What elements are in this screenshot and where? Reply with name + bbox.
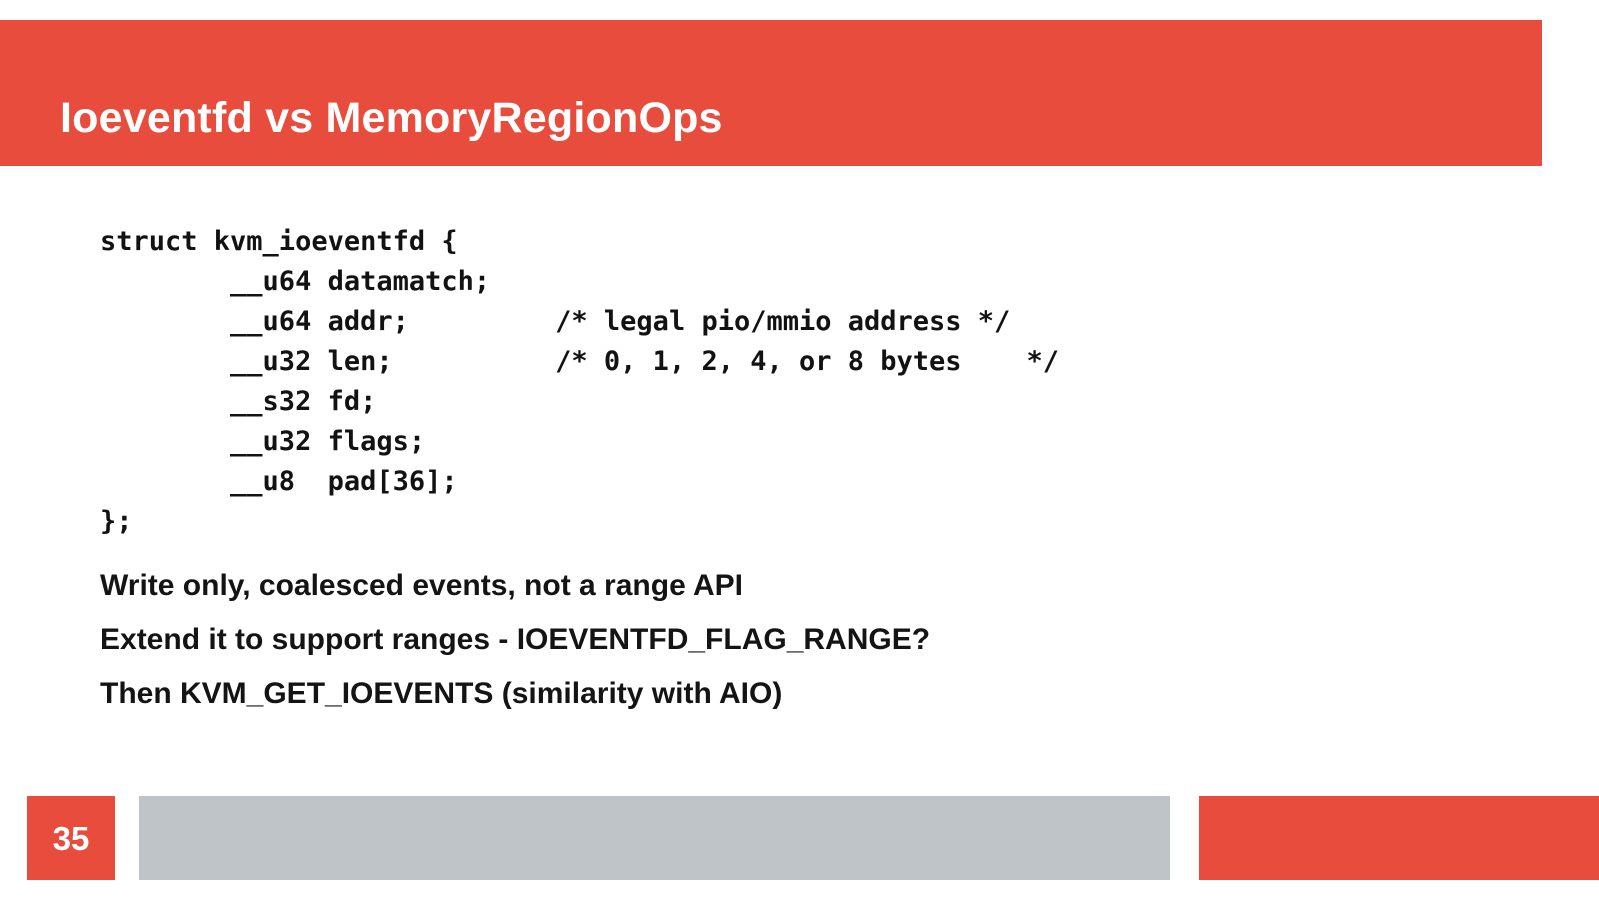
footer-red-bar [1199, 796, 1599, 880]
page-number-badge: 35 [27, 796, 115, 880]
bullet-item-3: Then KVM_GET_IOEVENTS (similarity with A… [100, 677, 783, 710]
slide-content: struct kvm_ioeventfd { __u64 datamatch; … [100, 222, 1500, 721]
code-snippet: struct kvm_ioeventfd { __u64 datamatch; … [100, 226, 1060, 537]
bullet-list: Write only, coalesced events, not a rang… [100, 559, 1500, 721]
footer-gray-bar [139, 796, 1170, 880]
bullet-item-1: Write only, coalesced events, not a rang… [100, 569, 743, 602]
bullet-item-2: Extend it to support ranges - IOEVENTFD_… [100, 623, 931, 656]
page-title: Ioeventfd vs MemoryRegionOps [60, 94, 723, 142]
page-number-label: 35 [52, 819, 90, 857]
header-banner [0, 20, 1542, 166]
